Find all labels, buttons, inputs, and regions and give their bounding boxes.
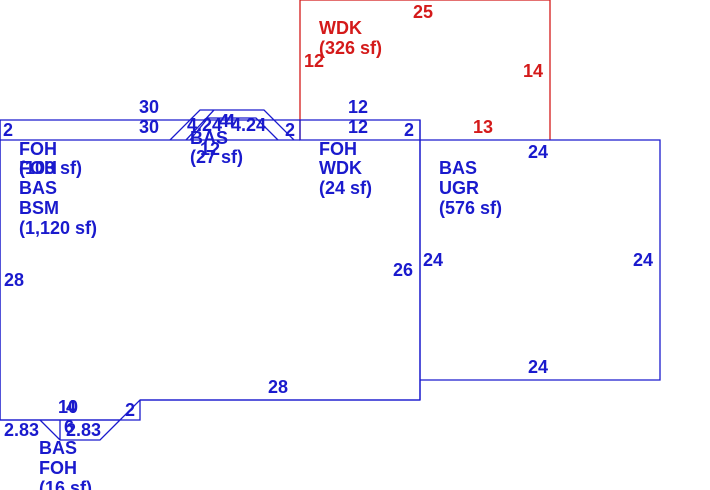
dim-bay-side-b: 4.24 [231, 115, 266, 135]
main-foh-label: FOH [19, 158, 57, 178]
dim-lower-bay-bottom: 6 [64, 417, 74, 437]
dim-main-right: 26 [393, 260, 413, 280]
foh-wdk-wdk: WDK [319, 158, 362, 178]
wdk-deck-area: (326 sf) [319, 38, 382, 58]
dim-main-bottom: 28 [268, 377, 288, 397]
dim-lower-bay-top-b: 4 [66, 397, 76, 417]
dim-bay-top-b: 4 [225, 111, 235, 131]
dim-garage-top: 24 [528, 142, 548, 162]
bottom-bay-area: (16 sf) [39, 478, 92, 490]
main-area: (1,120 sf) [19, 218, 97, 238]
foh-wdk-foh: FOH [319, 139, 357, 159]
dim-wdk-bottom: 13 [473, 117, 493, 137]
dim-garage-bottom: 24 [528, 357, 548, 377]
wdk-deck-outline [299, 0, 551, 140]
dim-main-top-inner: 30 [139, 117, 159, 137]
foh-wdk-area: (24 sf) [319, 178, 372, 198]
bay-small-area: (27 sf) [190, 147, 243, 167]
dim-garage-left: 24 [423, 250, 443, 270]
dim-bay-bottom: 12 [200, 139, 220, 159]
garage-ugr: UGR [439, 178, 479, 198]
main-bas-label: BAS [19, 178, 57, 198]
wdk-deck-label: WDK [319, 18, 362, 38]
bottom-bay-foh: FOH [39, 458, 77, 478]
dim-lower-right-short: 2 [125, 400, 135, 420]
bay-small-label: BAS [190, 128, 228, 148]
top-bay-outline [169, 109, 295, 141]
main-bottom-step [0, 400, 141, 421]
dim-foh-bottom: 12 [348, 117, 368, 137]
dim-foh-side: 2 [404, 120, 414, 140]
bottom-bay-bas: BAS [39, 438, 77, 458]
dim-lower-left: 2.83 [4, 420, 39, 440]
dim-lower-right: 2.83 [66, 420, 101, 440]
dim-wdk-left: 12 [304, 51, 324, 71]
dim-wdk-top: 25 [413, 2, 433, 22]
dim-bay-right-short: 2 [285, 120, 295, 140]
dim-bay-side-a: 4.24 [187, 115, 222, 135]
main-bsm-label: BSM [19, 198, 59, 218]
garage-bas: BAS [439, 158, 477, 178]
dim-foh-top: 12 [348, 97, 368, 117]
dim-garage-right: 24 [633, 250, 653, 270]
bottom-bay-outline [39, 419, 121, 441]
dim-wdk-right: 14 [523, 61, 543, 81]
dim-bay-top-a: 4 [219, 111, 229, 131]
main-overlay-label: FOH [19, 139, 57, 159]
dim-main-left: 28 [4, 270, 24, 290]
dim-main-top-outer: 30 [139, 97, 159, 117]
garage-outline [420, 139, 661, 381]
main-foh-area: (103 sf) [19, 158, 82, 178]
garage-area: (576 sf) [439, 198, 502, 218]
dim-lower-bay-top-a: 10 [58, 397, 78, 417]
dim-main-left-short: 2 [3, 120, 13, 140]
